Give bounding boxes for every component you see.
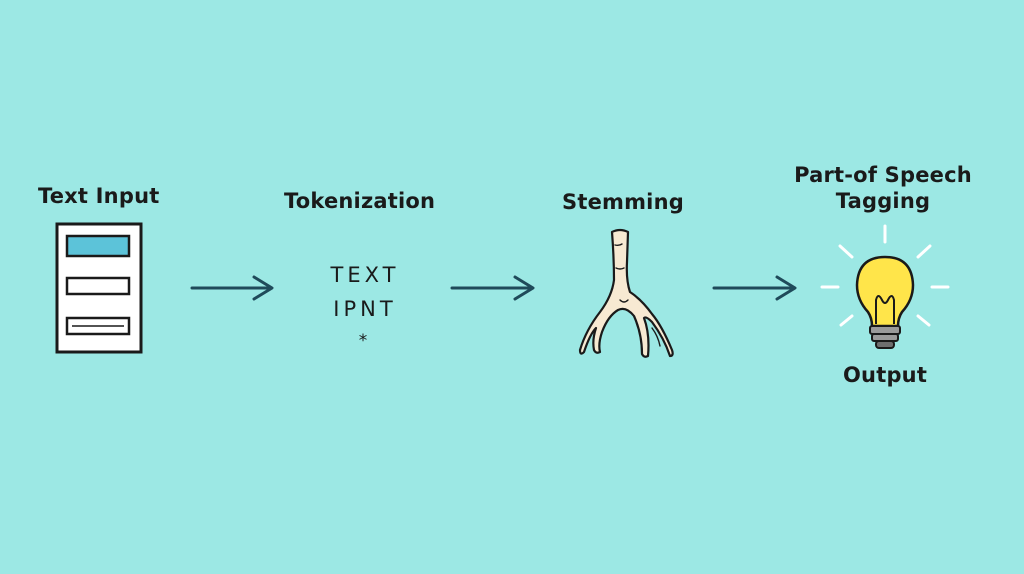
arrow-2 [450, 275, 535, 301]
document-icon [55, 222, 143, 354]
step-label-text-input: Text Input [38, 184, 160, 208]
step-label-tokenization: Tokenization [284, 189, 436, 213]
token-ipnt: IPNT [333, 297, 397, 321]
step-label-pos-tagging: Part-of Speech Tagging [790, 162, 976, 214]
step-label-stemming: Stemming [562, 190, 684, 214]
arrow-3 [712, 275, 797, 301]
arrow-1 [190, 275, 274, 301]
pos-tagging-line-1: Part-of Speech [794, 163, 972, 187]
lightbulb-icon [820, 224, 950, 349]
root-icon [578, 228, 674, 358]
token-list: TEXT IPNT * [305, 256, 425, 360]
token-asterisk: * [358, 331, 372, 351]
pos-tagging-line-2: Tagging [835, 189, 931, 213]
step-label-output: Output [843, 363, 928, 387]
token-text: TEXT [330, 263, 400, 287]
